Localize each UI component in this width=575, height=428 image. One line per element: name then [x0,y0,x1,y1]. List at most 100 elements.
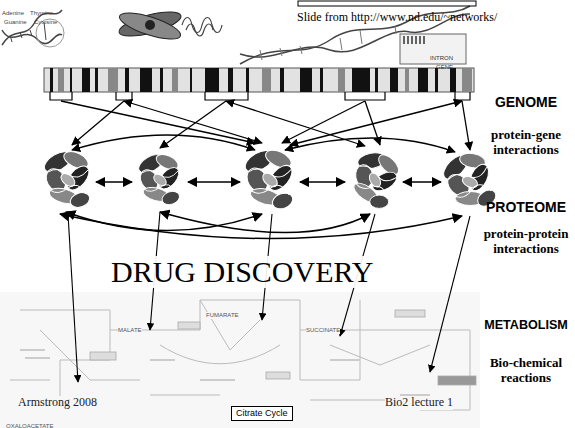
dna-ribbon [260,50,262,60]
metabolite-name: OXALOACETATE [6,423,53,428]
metabolite-name: FUMARATE [206,303,239,321]
gene-part: GENE [436,55,453,73]
genome-strip [44,68,474,92]
metabolic-map [160,345,280,364]
dna-ribbon [404,36,424,44]
interaction-arrow [72,101,124,145]
metabolite-name: MALATE [118,318,142,336]
metabolic-map [200,300,260,350]
genome-strip [435,68,438,92]
genome-strip [58,68,472,92]
protein-structure [136,151,183,207]
metabolic-map [330,359,360,361]
chromosome [117,7,222,44]
genome-strip [108,68,118,92]
gene-part: INTRON [430,55,453,62]
genome-strip [58,68,64,92]
dna-helix [20,32,22,38]
interaction-arrow [462,101,470,150]
interaction-arrow [160,212,370,233]
genome-strip [50,92,72,100]
metabolic-map [330,345,430,365]
dna-ribbon [400,34,466,64]
genome-strip [172,68,178,92]
base-name: Cytosine [34,10,57,28]
base-name: Cytosine [34,19,57,26]
genome-strip [70,68,72,92]
genome-strip [160,68,163,92]
interaction-arrow [72,135,255,150]
genome-strip [82,68,90,92]
metabolite-name: SUCCINATE [306,318,340,336]
metabolic-map [395,310,425,317]
chromosome [117,8,183,45]
level-heading: PROTEOME [479,199,573,215]
genome-strip [95,68,98,92]
genome-strip [205,92,248,100]
genome-strip [405,68,409,92]
base-name: Adenine [2,10,24,17]
genome-strip [228,68,233,92]
box-text: Citrate Cycle [236,408,288,419]
dna-ribbon [407,36,409,44]
level-note: protein-protein interactions [479,227,573,257]
genome-strip [262,68,271,92]
interaction-arrow [403,181,441,183]
metabolite-name: MALATE [118,327,142,334]
level-heading: METABOLISM [479,318,573,332]
base-name: Thymine [30,10,53,17]
source-frame [298,1,476,6]
metabolic-map [40,330,140,380]
credit-note: Armstrong 2008 [18,392,97,410]
chromosome [182,18,222,37]
dna-helix [30,30,32,36]
genome-strip [450,68,456,92]
metabolic-map [20,350,430,395]
lecture-note: Bio2 lecture 1 [385,396,453,410]
genome-strip [390,68,398,92]
level-note: protein-gene interactions [479,128,573,158]
protein-structure [341,142,408,215]
protein-structure [242,146,297,212]
protein-structure [41,148,93,210]
genome-strip [50,92,470,100]
genome-strip [190,68,192,92]
dna-ribbon [423,36,425,44]
chromosome [186,24,213,36]
level-heading: METABOLISM [479,318,573,332]
metabolic-map [266,372,290,379]
metabolic-map [20,349,45,351]
level-note: Bio-chemical reactions [479,356,573,386]
genome-strip [338,68,345,92]
metabolic-map [0,292,480,428]
genome-strip [50,68,53,92]
genome-strip [44,68,474,100]
interaction-arrow [60,182,462,239]
source-note: Slide from http://www.nd.edu/~networks/ [297,11,497,25]
interaction-arrow [188,181,240,183]
source-note: Slide from http://www.nd.edu/~networks/ [297,7,497,25]
dna-ribbon [403,36,405,44]
lecture-note: Bio2 lecture 1 [385,392,453,410]
level-note: Bio-chemical reactions [479,356,573,386]
pathway-box: Citrate Cycle [231,406,293,421]
dna-ribbon [419,36,421,44]
interaction-arrow [61,101,470,152]
genome-strip [418,68,428,92]
protein-structure [41,142,502,218]
metabolic-map [438,376,476,385]
metabolic-map [300,300,360,380]
metabolic-map [200,379,235,381]
base-name: Thymine [30,1,53,19]
metabolite-name: SUCCINATE [306,327,340,334]
title-wrap: DRUG DISCOVERY [108,256,377,288]
genome-strip [375,68,378,92]
credit-note: Armstrong 2008 [18,396,97,410]
genome-strip [462,68,472,92]
interaction-arrow [300,181,345,183]
dna-ribbon [340,38,342,50]
dna-helix [2,10,62,45]
metabolic-map [150,359,175,361]
interaction-arrow [60,214,462,239]
